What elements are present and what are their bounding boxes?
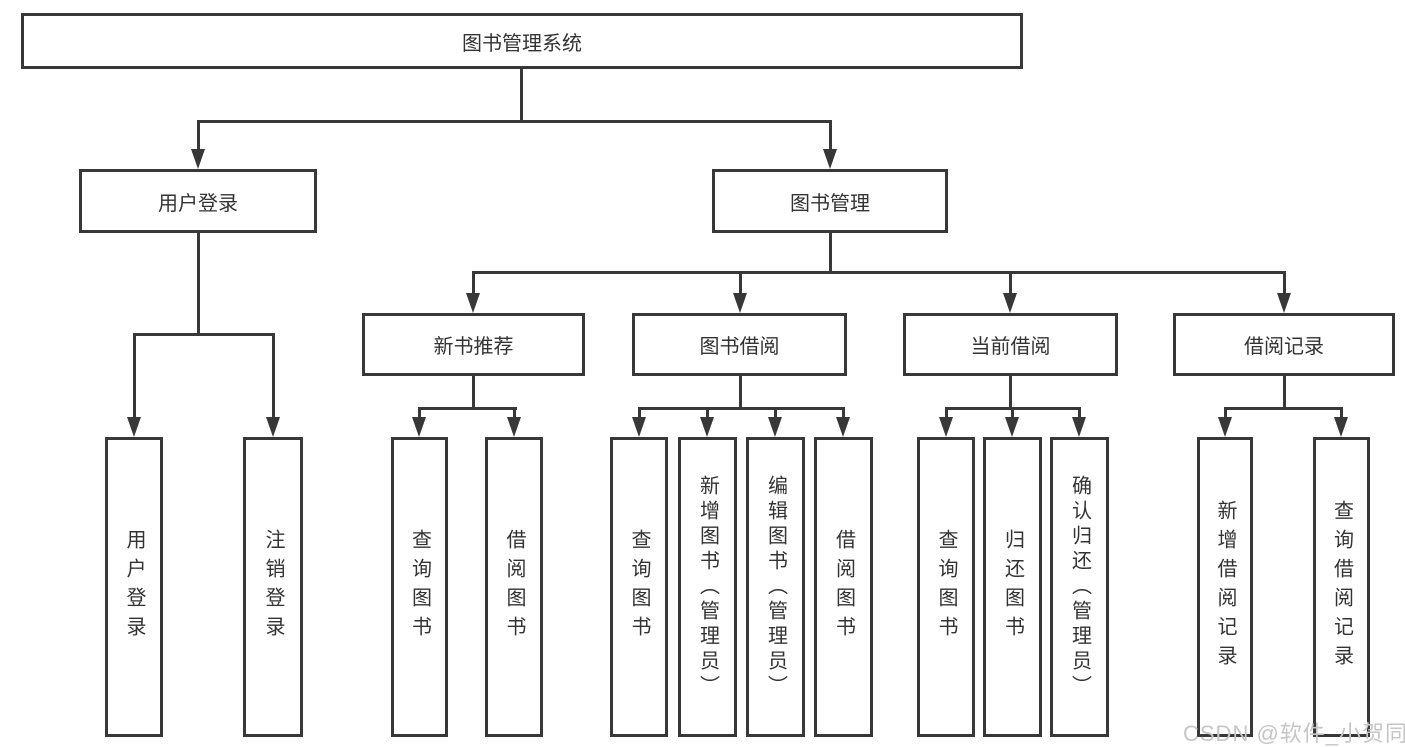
- node-label: 用户登录: [123, 529, 145, 645]
- connector-bar: [197, 120, 832, 123]
- arrowhead-down-icon: [939, 417, 953, 437]
- arrowhead-down-icon: [1218, 417, 1232, 437]
- connector-drop: [829, 120, 832, 152]
- node-book-borrow: 图书借阅: [632, 313, 847, 376]
- arrowhead-down-icon: [836, 417, 850, 437]
- arrowhead-down-icon: [700, 417, 714, 437]
- arrowhead-down-icon: [507, 417, 521, 437]
- arrowhead-down-icon: [1005, 417, 1019, 437]
- node-label: 借阅图书: [832, 529, 855, 645]
- node-leaf-query-books-newbook: 查询图书: [391, 437, 448, 737]
- connector-drop: [739, 271, 742, 297]
- connector-drop: [1224, 407, 1227, 421]
- node-leaf-confirm-return-admin: 确认归还（管理员）: [1050, 437, 1109, 737]
- node-label: 查询图书: [628, 529, 650, 645]
- node-label: 新增借阅记录: [1214, 500, 1236, 674]
- node-label: 注销登录: [262, 529, 284, 645]
- node-leaf-add-books-admin: 新增图书（管理员）: [678, 437, 737, 737]
- node-current-borrow: 当前借阅: [903, 313, 1118, 376]
- node-label: 查询借阅记录: [1330, 500, 1353, 674]
- connector-bar: [133, 333, 275, 336]
- node-label: 借阅图书: [503, 529, 525, 645]
- node-new-book-recommend: 新书推荐: [362, 313, 585, 376]
- connector-stem: [829, 231, 832, 273]
- arrowhead-down-icon: [191, 149, 205, 169]
- connector-drop: [945, 407, 948, 421]
- connector-stem: [520, 67, 523, 122]
- node-root: 图书管理系统: [21, 13, 1023, 69]
- node-label: 归还图书: [1001, 529, 1024, 645]
- connector-drop: [774, 407, 777, 421]
- connector-drop: [1009, 271, 1012, 297]
- node-leaf-borrow-books-newbook: 借阅图书: [485, 437, 543, 737]
- connector-bar: [1224, 407, 1343, 410]
- node-leaf-query-books-borrow: 查询图书: [610, 437, 668, 737]
- node-label: 编辑图书（管理员）: [764, 474, 787, 700]
- arrowhead-down-icon: [412, 417, 426, 437]
- arrowhead-down-icon: [632, 417, 646, 437]
- connector-bar: [638, 407, 845, 410]
- node-leaf-query-books-current: 查询图书: [917, 437, 975, 737]
- arrowhead-down-icon: [466, 293, 480, 313]
- connector-drop: [638, 407, 641, 421]
- node-user-login: 用户登录: [79, 169, 317, 233]
- connector-stem: [739, 374, 742, 409]
- connector-bar: [472, 271, 1285, 274]
- connector-drop: [513, 407, 516, 421]
- node-leaf-return-books: 归还图书: [983, 437, 1042, 737]
- connector-drop: [1283, 271, 1286, 297]
- connector-drop: [133, 333, 136, 421]
- node-leaf-borrow-books-borrow: 借阅图书: [814, 437, 873, 737]
- connector-drop: [272, 333, 275, 421]
- node-book-management: 图书管理: [712, 169, 948, 233]
- node-label: 新增图书（管理员）: [696, 474, 719, 700]
- arrowhead-down-icon: [1334, 417, 1348, 437]
- node-leaf-user-login: 用户登录: [105, 437, 163, 737]
- connector-drop: [197, 120, 200, 152]
- arrowhead-down-icon: [768, 417, 782, 437]
- connector-stem: [472, 374, 475, 409]
- connector-bar: [418, 407, 517, 410]
- connector-drop: [706, 407, 709, 421]
- node-leaf-logout: 注销登录: [243, 437, 303, 737]
- connector-stem: [1009, 374, 1012, 409]
- arrowhead-down-icon: [1072, 417, 1086, 437]
- arrowhead-down-icon: [823, 149, 837, 169]
- node-leaf-query-borrow-record: 查询借阅记录: [1313, 437, 1370, 737]
- watermark-text: CSDN @软件_小贺同学: [1183, 721, 1405, 746]
- connector-stem: [197, 231, 200, 335]
- node-label: 查询图书: [935, 529, 957, 645]
- connector-drop: [1078, 407, 1081, 421]
- connector-stem: [1283, 374, 1286, 409]
- node-leaf-add-borrow-record: 新增借阅记录: [1197, 437, 1253, 737]
- connector-drop: [842, 407, 845, 421]
- arrowhead-down-icon: [1003, 293, 1017, 313]
- node-leaf-edit-books-admin: 编辑图书（管理员）: [746, 437, 805, 737]
- arrowhead-down-icon: [733, 293, 747, 313]
- arrowhead-down-icon: [266, 417, 280, 437]
- connector-drop: [1340, 407, 1343, 421]
- node-borrow-records: 借阅记录: [1173, 313, 1395, 376]
- connector-drop: [1011, 407, 1014, 421]
- arrowhead-down-icon: [1277, 293, 1291, 313]
- connector-drop: [472, 271, 475, 297]
- connector-drop: [418, 407, 421, 421]
- node-label: 确认归还（管理员）: [1068, 474, 1091, 700]
- node-label: 查询图书: [408, 529, 431, 645]
- arrowhead-down-icon: [127, 417, 141, 437]
